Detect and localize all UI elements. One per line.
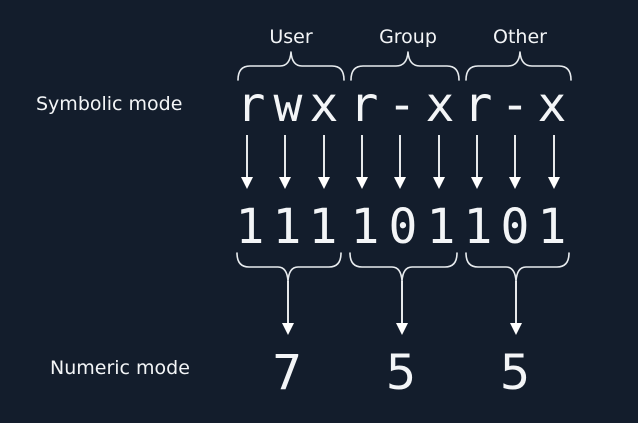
arrow-symbolic-to-bit <box>394 135 406 189</box>
bit-digit: 1 <box>236 199 265 255</box>
brace-bottom-group <box>349 252 458 282</box>
symbolic-char: - <box>388 77 417 133</box>
brace-top-other <box>465 51 572 81</box>
brace-top-user <box>237 51 345 81</box>
bit-digit: 0 <box>389 199 418 255</box>
arrow-symbolic-to-bit <box>356 135 368 189</box>
group-name-other: Other <box>493 26 547 48</box>
symbolic-char: r <box>237 77 266 133</box>
brace-top-group <box>350 51 460 81</box>
arrow-bits-to-numeric <box>396 281 408 335</box>
bit-digit: 1 <box>273 199 302 255</box>
group-name-user: User <box>269 26 312 48</box>
arrow-symbolic-to-bit <box>509 135 521 189</box>
numeric-mode-label: Numeric mode <box>50 357 190 379</box>
bit-digit: 1 <box>538 199 567 255</box>
numeric-digit: 7 <box>272 345 303 401</box>
arrow-symbolic-to-bit <box>279 135 291 189</box>
symbolic-mode-label: Symbolic mode <box>36 93 182 115</box>
symbolic-char: x <box>538 77 567 133</box>
numeric-digit: 5 <box>386 345 417 401</box>
bit-digit: 0 <box>501 199 530 255</box>
bit-digit: 1 <box>309 199 338 255</box>
arrow-bits-to-numeric <box>510 281 522 335</box>
arrow-symbolic-to-bit <box>471 135 483 189</box>
symbolic-char: x <box>310 77 339 133</box>
symbolic-char: w <box>274 77 303 133</box>
symbolic-char: x <box>426 77 455 133</box>
bit-digit: 1 <box>427 199 456 255</box>
bit-digit: 1 <box>351 199 380 255</box>
symbolic-char: r <box>350 77 379 133</box>
arrow-bits-to-numeric <box>282 281 294 335</box>
bit-digit: 1 <box>464 199 493 255</box>
brace-bottom-user <box>236 252 342 282</box>
symbolic-char: r <box>464 77 493 133</box>
arrow-symbolic-to-bit <box>433 135 445 189</box>
symbolic-char: - <box>501 77 530 133</box>
arrow-symbolic-to-bit <box>241 135 253 189</box>
arrow-symbolic-to-bit <box>318 135 330 189</box>
brace-bottom-other <box>465 252 570 282</box>
numeric-digit: 5 <box>500 345 531 401</box>
arrow-symbolic-to-bit <box>548 135 560 189</box>
group-name-group: Group <box>379 26 437 48</box>
